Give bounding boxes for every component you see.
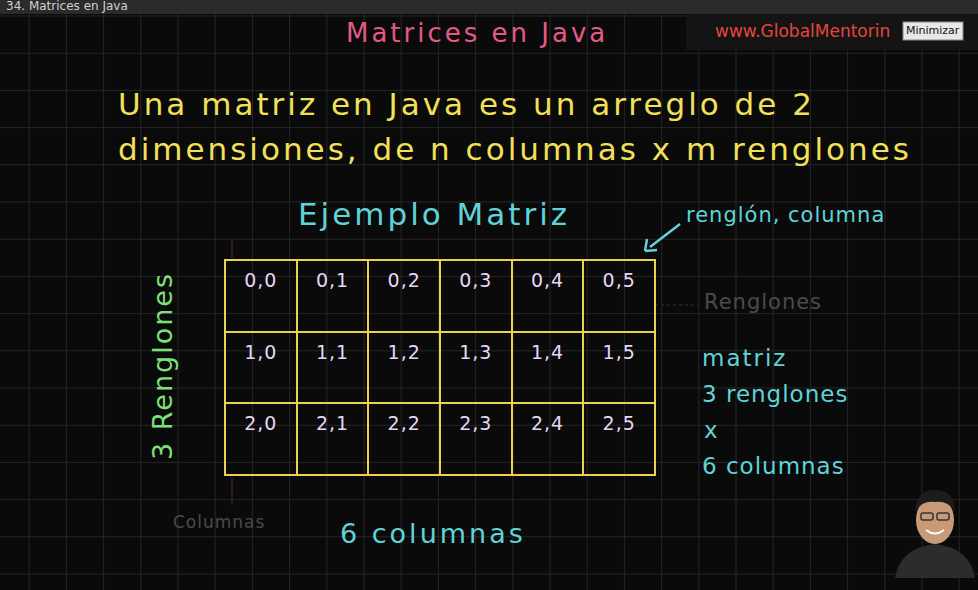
leader-line xyxy=(650,224,680,247)
cell-index: 0,2 xyxy=(369,269,439,291)
matrix-cell: 2,2 xyxy=(367,402,441,476)
example-heading: Ejemplo Matriz xyxy=(298,196,570,233)
matrix-cell: 0,4 xyxy=(511,259,585,333)
matrix-cell: 2,0 xyxy=(224,402,298,476)
cell-index: 1,1 xyxy=(298,341,368,363)
matrix-cell: 2,5 xyxy=(582,402,656,476)
columns-label: 6 columnas xyxy=(340,518,526,550)
cell-index: 2,4 xyxy=(513,412,583,434)
summary-line: x xyxy=(704,417,718,445)
cell-index: 1,0 xyxy=(226,341,296,363)
definition-text: Una matriz en Java es un arreglo de 2 di… xyxy=(118,82,918,172)
faded-axis xyxy=(655,304,698,306)
cell-index: 1,4 xyxy=(513,341,583,363)
cell-index: 2,2 xyxy=(369,412,439,434)
minimize-button-label: Minimizar xyxy=(906,24,959,37)
cell-index: 2,0 xyxy=(226,412,296,434)
matrix-cell: 1,3 xyxy=(439,331,513,405)
cell-index: 0,5 xyxy=(584,269,654,291)
cell-index: 2,3 xyxy=(441,412,511,434)
matrix-cell: 2,1 xyxy=(296,402,370,476)
site-panel xyxy=(686,14,978,50)
matrix-cell: 1,5 xyxy=(582,331,656,405)
cell-index: 2,5 xyxy=(584,412,654,434)
matrix-cell: 0,1 xyxy=(296,259,370,333)
summary-line: 6 columnas xyxy=(702,453,845,481)
cell-index: 1,3 xyxy=(441,341,511,363)
matrix-cell: 0,3 xyxy=(439,259,513,333)
faded-axis-label: Columnas xyxy=(173,512,265,532)
cell-index: 1,2 xyxy=(369,341,439,363)
matrix-cell: 0,0 xyxy=(224,259,298,333)
grid-lines xyxy=(0,14,978,590)
matrix-cell: 2,3 xyxy=(439,402,513,476)
matrix-cell: 1,0 xyxy=(224,331,298,405)
page-title: Matrices en Java xyxy=(346,18,608,49)
site-url: www.GlobalMentorin xyxy=(715,21,890,41)
rows-label: 3 Renglones xyxy=(147,272,179,460)
minimize-button xyxy=(903,22,963,40)
presenter-photo xyxy=(895,490,975,578)
leader-arrowhead xyxy=(645,239,657,251)
cell-index: 0,4 xyxy=(513,269,583,291)
matrix-cell: 1,2 xyxy=(367,331,441,405)
faded-axis xyxy=(231,240,233,258)
summary-line: matriz xyxy=(702,345,787,373)
cell-index: 1,5 xyxy=(584,341,654,363)
matrix-cell: 0,2 xyxy=(367,259,441,333)
cell-index: 2,1 xyxy=(298,412,368,434)
summary-line: 3 renglones xyxy=(702,381,848,409)
matrix-cell: 0,5 xyxy=(582,259,656,333)
faded-axis xyxy=(231,478,233,505)
faded-axis-label: Renglones xyxy=(704,290,822,315)
video-title: 34. Matrices en Java xyxy=(6,0,128,13)
matrix-cell: 1,1 xyxy=(296,331,370,405)
cell-index: 0,0 xyxy=(226,269,296,291)
cell-index: 0,1 xyxy=(298,269,368,291)
cell-index: 0,3 xyxy=(441,269,511,291)
callout-label: renglón, columna xyxy=(686,203,885,228)
matrix-cell: 1,4 xyxy=(511,331,585,405)
top-bar xyxy=(0,0,978,14)
matrix-cell: 2,4 xyxy=(511,402,585,476)
